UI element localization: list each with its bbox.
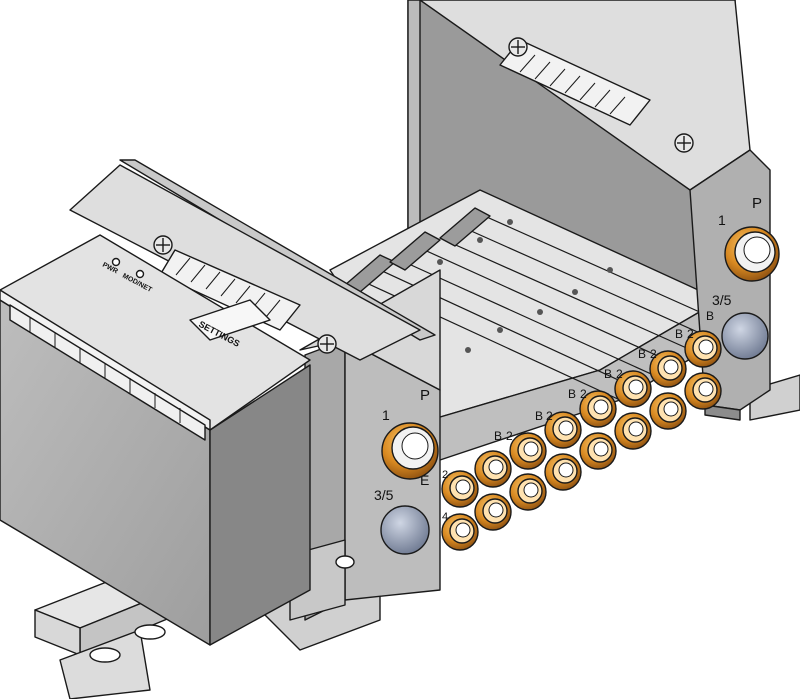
- port-b-label: B: [494, 429, 502, 443]
- port-b-label: B: [568, 387, 576, 401]
- push-in-fitting-icon: [649, 350, 687, 388]
- port-2-label: 2: [442, 469, 448, 481]
- port-b-label: B: [675, 327, 683, 341]
- screw-icon: [317, 334, 337, 354]
- push-in-fitting-icon: [441, 513, 479, 551]
- blanking-plug-icon: [721, 312, 769, 360]
- screw-icon: [508, 37, 528, 57]
- push-in-fitting-icon: [474, 450, 512, 488]
- port-2-label: 2: [616, 367, 623, 381]
- port-1-label-right: 1: [718, 212, 726, 228]
- port-b-label: B: [638, 347, 646, 361]
- push-in-fitting-icon: [579, 432, 617, 470]
- push-in-fitting-icon: [614, 412, 652, 450]
- port-e-label-left: E: [420, 472, 429, 488]
- push-in-fitting-icon: [649, 392, 687, 430]
- port-b-label: B: [535, 409, 543, 423]
- settings-window: [189, 299, 271, 341]
- port-2-label: 2: [580, 387, 587, 401]
- port-b-label: B: [706, 309, 714, 323]
- port-2-label: 2: [546, 409, 553, 423]
- push-in-fitting-icon: [441, 470, 479, 508]
- port-1-label-left: 1: [382, 407, 390, 423]
- status-led-icon: [111, 257, 121, 267]
- push-in-fitting-icon: [724, 226, 780, 282]
- screw-icon: [153, 235, 173, 255]
- screw-icon: [674, 133, 694, 153]
- controller-rail-cap: [69, 159, 436, 361]
- push-in-fitting-icon: [509, 473, 547, 511]
- push-in-fitting-icon: [544, 453, 582, 491]
- port-2-label: 2: [506, 429, 513, 443]
- port-labels: B B B B B B B 2 2 2 2 2 2 2 4: [442, 309, 714, 523]
- rail-slot-icon: [89, 647, 121, 663]
- port-p-label-right: P: [752, 195, 762, 212]
- push-in-fitting-icon: [509, 432, 547, 470]
- push-in-fitting-icon: [684, 330, 722, 368]
- rail-slot-icon: [134, 624, 166, 640]
- port-p-label-left: P: [420, 387, 430, 404]
- port-35-label-left: 3/5: [374, 487, 394, 503]
- vent-grille: [519, 54, 626, 115]
- push-in-fitting-icon: [579, 390, 617, 428]
- push-in-fitting-icon: [381, 422, 439, 480]
- push-in-fitting-icon: [544, 411, 582, 449]
- push-in-fitting-icon: [614, 370, 652, 408]
- blanking-plug-icon: [380, 505, 430, 555]
- port-2-label: 2: [687, 327, 694, 341]
- push-in-fitting-icon: [684, 372, 722, 410]
- port-b-label: B: [604, 367, 612, 381]
- status-led-icon: [135, 269, 145, 279]
- push-in-fitting-icon: [474, 493, 512, 531]
- fitting-array: [441, 330, 722, 551]
- port-2-label: 2: [650, 347, 657, 361]
- controller-module: SETTINGS PWR MOD/NET: [0, 234, 311, 646]
- port-35-label-right: 3/5: [712, 292, 732, 308]
- mount-hole-icon: [335, 555, 355, 569]
- port-4-label: 4: [442, 511, 448, 523]
